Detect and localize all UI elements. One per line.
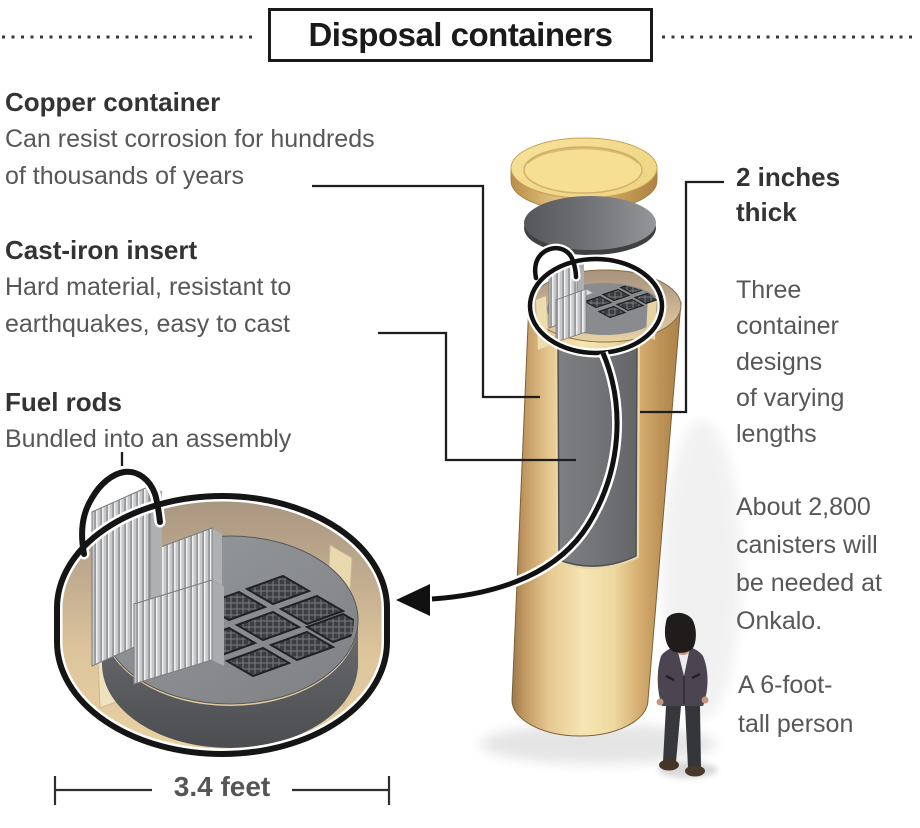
annotation-line: earthquakes, easy to cast: [5, 310, 290, 338]
annotation-heading: Cast-iron insert: [5, 235, 198, 265]
annotation-designs: Three container designs of varying lengt…: [736, 272, 844, 452]
dimension-label: 3.4 feet: [173, 771, 271, 802]
annotation-line: Hard material, resistant to: [5, 273, 292, 301]
leader-line-thickness: [640, 180, 724, 414]
annotation-line: be needed at: [736, 569, 882, 597]
annotation-line: A 6-foot-: [738, 671, 833, 699]
annotation-person-scale: A 6-foot- tall person: [738, 666, 853, 744]
annotation-line: Three: [736, 276, 802, 304]
title-box: Disposal containers: [268, 8, 653, 62]
annotation-line: canisters will: [736, 531, 878, 559]
annotation-line: of varying: [736, 384, 845, 412]
fuel-rod-bundles-detail: [90, 485, 226, 685]
annotation-heading: Fuel rods: [5, 387, 123, 417]
leader-line-cast-iron: [378, 331, 576, 462]
annotation-line: About 2,800: [736, 493, 871, 521]
annotation-line: container: [736, 312, 839, 340]
annotation-line: of thousands of years: [5, 162, 245, 190]
annotation-thickness: 2 inches thick: [736, 160, 840, 230]
annotation-line: thick: [736, 197, 797, 227]
annotation-heading: Copper container: [5, 87, 221, 117]
annotation-line: Onkalo.: [736, 607, 823, 635]
cutaway-window: [554, 335, 641, 570]
diagram-title: Disposal containers: [308, 16, 613, 53]
detail-cutaway: [51, 466, 393, 760]
highlight-ring: [525, 243, 667, 358]
fuel-rod-bundles-top: [548, 256, 594, 343]
annotation-cast-iron-insert: Cast-iron insert Hard material, resistan…: [5, 232, 291, 343]
zoom-arrow: [396, 351, 623, 616]
annotation-line: Can resist corrosion for hundreds: [5, 125, 375, 153]
annotation-canisters: About 2,800 canisters will be needed at …: [736, 488, 882, 640]
annotation-line: tall person: [738, 710, 854, 738]
zoom-arrowhead: [396, 584, 430, 616]
dimension-line: [53, 776, 391, 805]
copper-lid: [510, 137, 658, 212]
annotation-fuel-rods: Fuel rods Bundled into an assembly: [5, 384, 291, 458]
detail-outline: [51, 466, 393, 760]
iron-lid-disc: [524, 196, 656, 255]
leader-line-copper: [312, 184, 540, 399]
annotation-line: designs: [736, 348, 823, 376]
annotation-line: 2 inches: [736, 162, 841, 192]
annotation-copper-container: Copper container Can resist corrosion fo…: [5, 84, 375, 195]
annotation-line: Bundled into an assembly: [5, 425, 292, 453]
annotation-line: lengths: [736, 420, 817, 448]
person-figure: [656, 612, 709, 777]
